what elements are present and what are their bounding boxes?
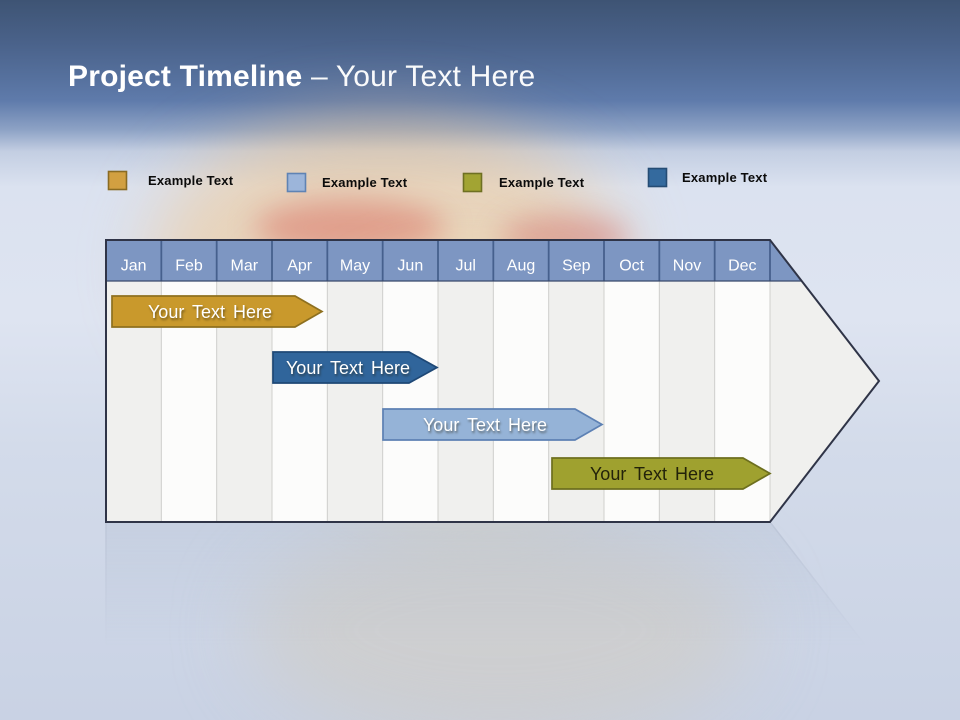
timeline-arrow-outline	[105, 239, 881, 523]
month-label: Mar	[231, 258, 259, 275]
legend-label: Example Text	[322, 175, 408, 190]
legend-color-square	[647, 167, 668, 188]
month-label: Aug	[507, 258, 535, 275]
month-label: Jun	[397, 258, 423, 275]
timeline-tip-region	[770, 281, 879, 522]
gantt-bars: Your Text Here Your Text Here Your Text …	[111, 295, 772, 490]
month-label: Apr	[287, 258, 313, 275]
legend-label: Example Text	[499, 175, 585, 190]
legend-color-square	[107, 170, 128, 191]
legend-color-square	[286, 172, 307, 193]
month-header-band	[106, 240, 802, 281]
legend-label: Example Text	[682, 170, 768, 185]
month-label: Sep	[562, 258, 591, 275]
gantt-bar-4	[551, 457, 772, 490]
timeline-reflection	[105, 521, 880, 720]
legend-color-square	[462, 172, 483, 193]
month-header-separators	[160, 240, 771, 281]
legend-item: Example Text	[107, 170, 233, 191]
page-title: Project Timeline – Your Text Here	[68, 60, 535, 94]
legend-item: Example Text	[462, 172, 584, 193]
gantt-bar-3	[382, 408, 604, 441]
gantt-bar-4-label: Your Text Here	[590, 464, 714, 484]
gantt-bar-1	[111, 295, 324, 328]
legend-swatch-icon	[647, 167, 668, 188]
legend-item: Example Text	[647, 167, 767, 188]
month-label: Dec	[728, 258, 756, 275]
month-label: May	[340, 258, 370, 275]
title-bold-text: Project Timeline	[68, 60, 303, 93]
legend-swatch-icon	[107, 170, 128, 191]
month-label: Nov	[673, 258, 701, 275]
legend-item: Example Text	[286, 172, 407, 193]
month-label: Jul	[455, 258, 475, 275]
gantt-bar-2	[272, 351, 439, 384]
gantt-bar-2-label: Your Text Here	[286, 358, 410, 378]
month-labels: Jan Feb Mar Apr May Jun Jul Aug Sep Oct …	[121, 258, 757, 275]
title-regular-text: – Your Text Here	[310, 60, 536, 93]
legend-swatch-icon	[462, 172, 483, 193]
legend-label: Example Text	[148, 173, 234, 188]
month-label: Oct	[619, 258, 644, 275]
month-label: Jan	[121, 258, 147, 275]
gantt-bar-1-label: Your Text Here	[148, 302, 272, 322]
month-label: Feb	[175, 258, 203, 275]
gantt-bar-3-label: Your Text Here	[423, 415, 547, 435]
legend-swatch-icon	[286, 172, 307, 193]
